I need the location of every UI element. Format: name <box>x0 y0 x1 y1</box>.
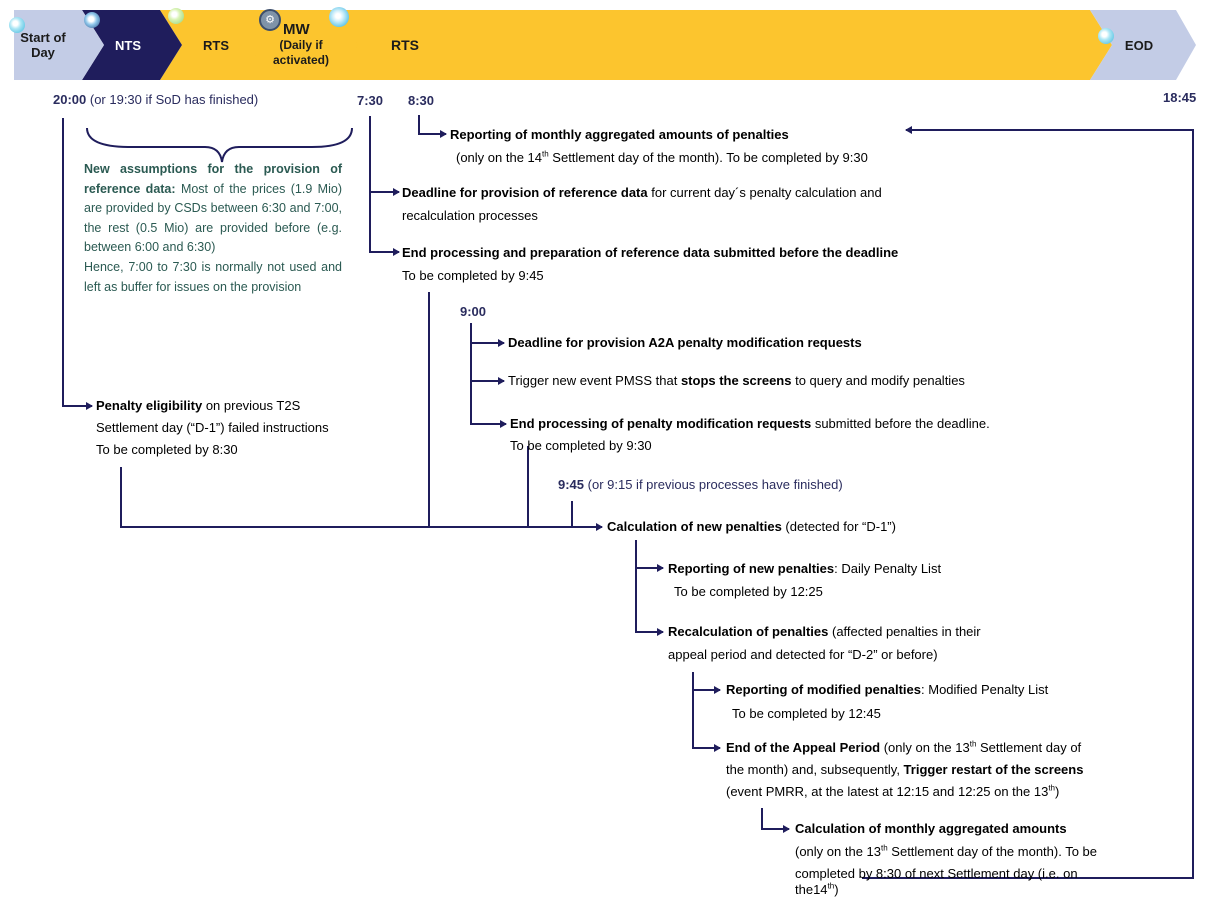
step-penalty-eligibility-l3: To be completed by 8:30 <box>96 442 238 457</box>
step-trigger-pmss: Trigger new event PMSS that stops the sc… <box>508 373 965 388</box>
phase-rts-long <box>280 10 1112 80</box>
phase-nts <box>82 10 182 80</box>
reference-data-note: New assumptions for the provision of ref… <box>84 160 342 297</box>
step-reporting-new-penalties-l2: To be completed by 12:25 <box>674 584 823 599</box>
time-0945: 9:45 (or 9:15 if previous processes have… <box>558 477 843 492</box>
step-calculation-monthly-l3: completed by 8:30 of next Settlement day… <box>795 866 1078 881</box>
note-body-1: Most of the prices (1.9 Mio) are provide… <box>84 181 342 255</box>
eod-icon <box>1098 28 1114 44</box>
phase-label-rts-2: RTS <box>391 37 419 53</box>
step-end-modification-processing: End processing of penalty modification r… <box>510 416 990 431</box>
step-end-modification-processing-l2: To be completed by 9:30 <box>510 438 652 453</box>
step-deadline-reference-data-l2: recalculation processes <box>402 208 538 223</box>
phase-start-of-day <box>14 10 104 80</box>
step-reporting-modified-penalties-l2: To be completed by 12:45 <box>732 706 881 721</box>
step-deadline-reference-data: Deadline for provision of reference data… <box>402 185 882 200</box>
step-end-appeal-period: End of the Appeal Period (only on the 13… <box>726 739 1082 755</box>
step-reporting-modified-penalties: Reporting of modified penalties: Modifie… <box>726 682 1049 697</box>
nts-icon <box>84 12 100 28</box>
step-monthly-report-detail: (only on the 14th Settlement day of the … <box>456 149 868 165</box>
step-calculation-monthly: Calculation of monthly aggregated amount… <box>795 821 1067 836</box>
phase-label-rts-1: RTS <box>203 38 229 53</box>
step-end-appeal-period-l3: (event PMRR, at the latest at 12:15 and … <box>726 783 1060 799</box>
phase-label-start-of-day: Start of Day <box>20 30 66 60</box>
note-heading: New assumptions for the provision of ref… <box>84 162 342 196</box>
time-1845: 18:45 <box>1163 90 1197 105</box>
phase-label-eod: EOD <box>1124 38 1154 53</box>
time-2000: 20:00 (or 19:30 if SoD has finished) <box>53 92 259 107</box>
step-calculation-new-penalties: Calculation of new penalties (detected f… <box>607 519 896 534</box>
start-of-day-icon <box>9 17 25 33</box>
time-2000-note: (or 19:30 if SoD has finished) <box>86 92 259 107</box>
step-reporting-new-penalties: Reporting of new penalties: Daily Penalt… <box>668 561 942 576</box>
phase-eod <box>1090 10 1196 80</box>
step-calculation-monthly-l2: (only on the 13th Settlement day of the … <box>795 843 1098 859</box>
time-0945-note: (or 9:15 if previous processes have fini… <box>584 477 843 492</box>
step-calculation-monthly-l4: the14th) <box>795 881 839 897</box>
step-deadline-a2a: Deadline for provision A2A penalty modif… <box>508 335 862 350</box>
step-end-reference-processing-l2: To be completed by 9:45 <box>402 268 544 283</box>
step-recalculation-l2: appeal period and detected for “D-2” or … <box>668 647 938 662</box>
phase-label-mw: MW <box>283 21 310 38</box>
time-0830: 8:30 <box>408 93 435 108</box>
step-recalculation: Recalculation of penalties (affected pen… <box>668 624 981 639</box>
step-monthly-report: Reporting of monthly aggregated amounts … <box>450 127 789 142</box>
note-body-2: Hence, 7:00 to 7:30 is normally not used… <box>84 259 342 294</box>
time-0730: 7:30 <box>357 93 384 108</box>
step-end-reference-processing: End processing and preparation of refere… <box>402 245 899 260</box>
rts-day-icon <box>329 7 349 27</box>
step-end-appeal-period-l2: the month) and, subsequently, Trigger re… <box>726 762 1084 777</box>
maintenance-window-icon: ⚙ <box>259 9 281 31</box>
step-penalty-eligibility-l2: Settlement day (“D-1”) failed instructio… <box>96 420 329 435</box>
phase-label-mw-note: (Daily if activated) <box>272 38 330 67</box>
step-penalty-eligibility: Penalty eligibility on previous T2S <box>96 398 301 413</box>
time-0900: 9:00 <box>460 304 487 319</box>
timeline-bar <box>14 10 1196 80</box>
phase-label-nts: NTS <box>115 38 141 53</box>
curly-brace <box>86 127 353 163</box>
rts-icon <box>168 8 184 24</box>
